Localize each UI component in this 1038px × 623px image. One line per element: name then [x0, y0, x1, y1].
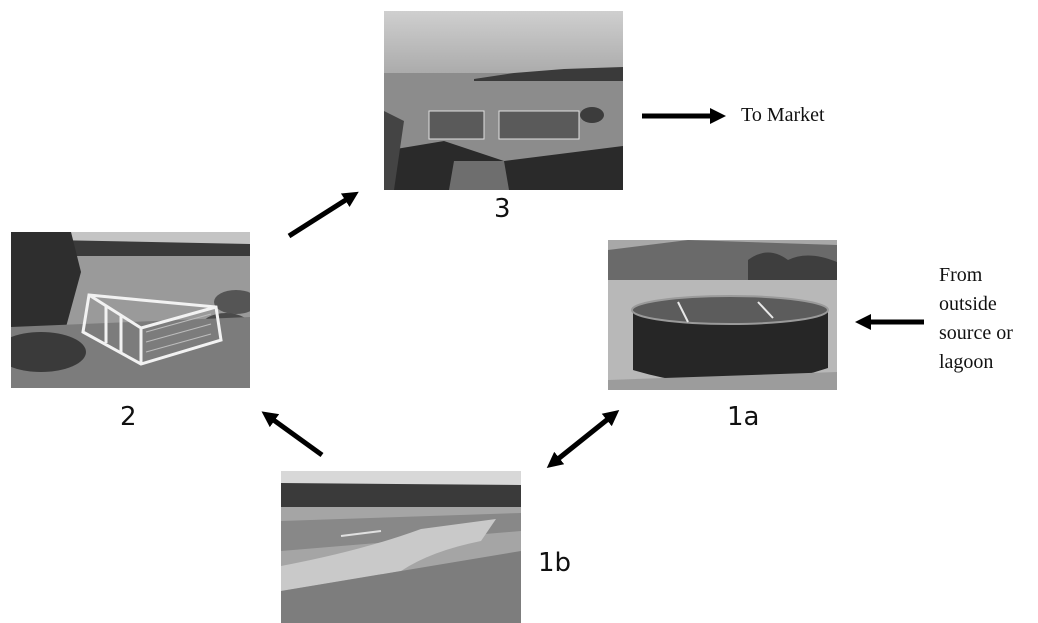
stage-1a-label: 1a [727, 402, 760, 432]
photo-round-tank [608, 240, 837, 390]
source-line: outside [939, 293, 997, 315]
source-line: source or [939, 322, 1013, 344]
arrow-2-to-3 [287, 191, 359, 239]
stage-3-label: 3 [494, 194, 511, 224]
stage-1b-label: 1b [538, 548, 572, 578]
source-line: From [939, 264, 983, 286]
arrow-1a-1b-bidirectional [546, 410, 620, 468]
outside-source-label: From outside source or lagoon [939, 261, 1013, 377]
photo-earthen-pond [281, 471, 521, 623]
source-line: lagoon [939, 351, 994, 373]
photo-ocean-net-pens [384, 11, 623, 190]
photo-lagoon-cage [11, 232, 250, 388]
to-market-label: To Market [741, 104, 825, 126]
stage-2-label: 2 [120, 402, 137, 432]
arrow-1b-to-2 [261, 411, 324, 458]
